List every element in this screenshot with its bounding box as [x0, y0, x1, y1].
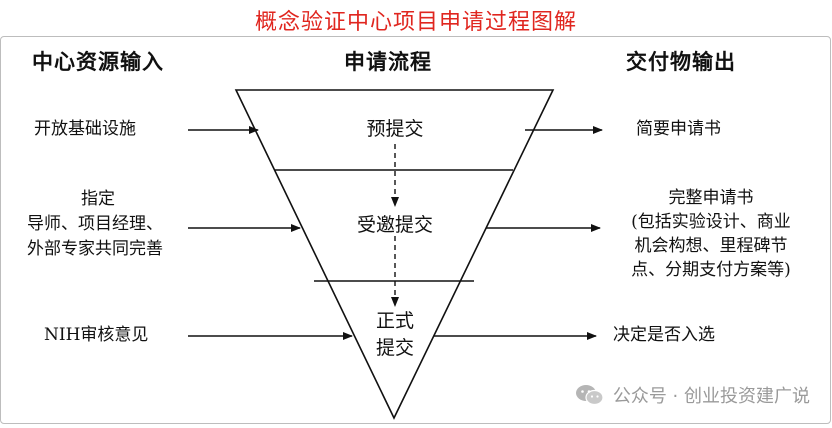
stage-pre-submission: 预提交: [366, 118, 424, 140]
stage-invited-submission: 受邀提交: [356, 214, 433, 236]
output-brief-application: 简要申请书: [636, 119, 721, 139]
header-output: 交付物输出: [626, 50, 736, 74]
input-designated-line2: 导师、项目经理、: [27, 214, 163, 234]
watermark: 公众号 · 创业投资建广说: [575, 382, 810, 408]
output-full-application-line3: 机会构想、里程碑节: [634, 236, 788, 256]
input-designated-line3: 外部专家共同完善: [27, 239, 163, 259]
watermark-text: 公众号 · 创业投资建广说: [612, 386, 810, 407]
output-full-application-line2: (包括实验设计、商业: [631, 212, 791, 232]
page-title: 概念验证中心项目申请过程图解: [254, 10, 577, 35]
output-full-application-line1: 完整申请书: [668, 188, 754, 208]
header-process: 申请流程: [344, 50, 432, 74]
input-open-infrastructure: 开放基础设施: [34, 119, 136, 139]
header-input: 中心资源输入: [32, 50, 164, 74]
stage-formal-submission-line1: 正式: [375, 310, 414, 332]
input-designated-line1: 指定: [81, 189, 115, 209]
diagram-frame: [0, 36, 831, 424]
output-selection-decision: 决定是否入选: [613, 325, 715, 345]
input-nih-review: NIH审核意见: [44, 325, 149, 345]
stage-formal-submission-line2: 提交: [375, 337, 414, 359]
wechat-icon: [575, 383, 605, 407]
output-full-application-line4: 点、分期支付方案等): [631, 260, 791, 280]
